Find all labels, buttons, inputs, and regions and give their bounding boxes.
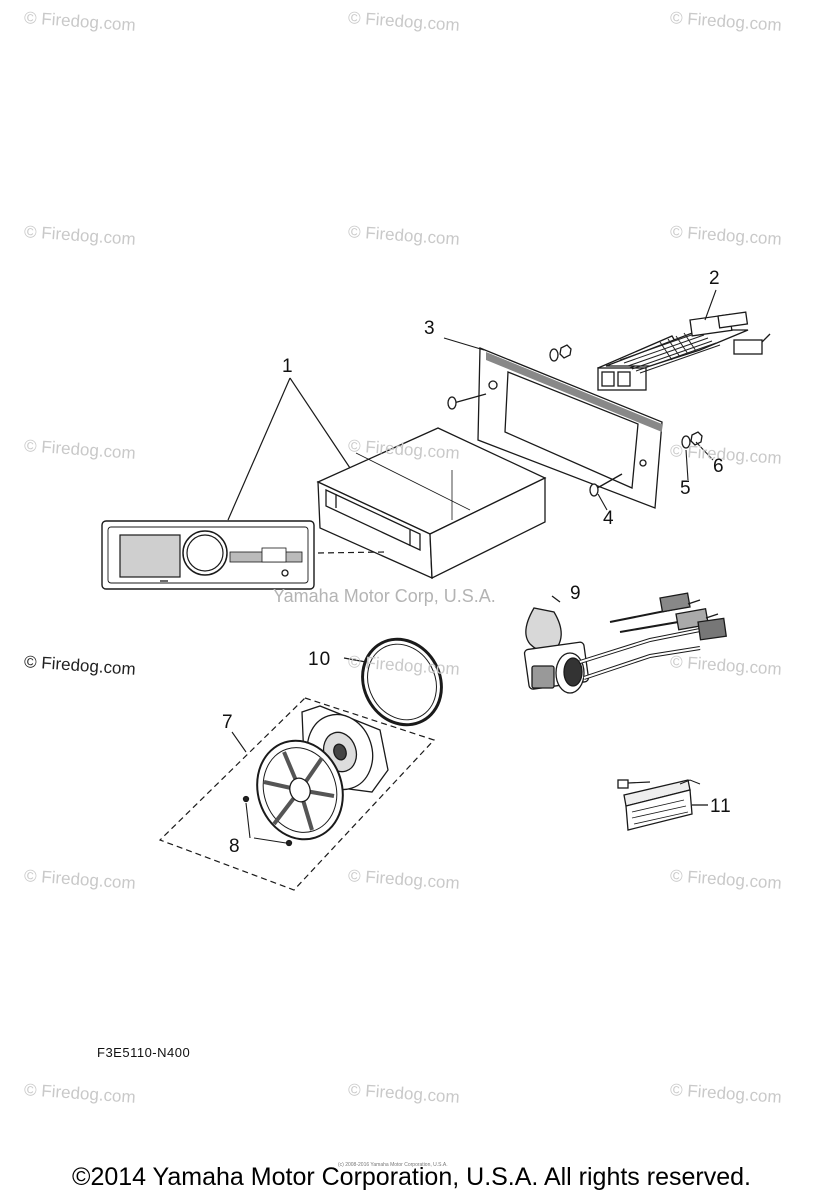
led-light-icon [617, 779, 708, 831]
mounting-bezel-icon [477, 347, 663, 509]
wire-harness-icon [597, 311, 771, 391]
speaker-icon [242, 705, 389, 847]
callout-leaders [443, 289, 717, 511]
callout-5: 5 [680, 478, 692, 499]
stereo-faceplate-icon [101, 520, 315, 590]
callout-leaders-7-8 [231, 731, 287, 844]
callout-3: 3 [424, 318, 436, 339]
callout-11: 11 [710, 796, 732, 817]
speaker-kit-outline [158, 697, 436, 891]
callout-2: 2 [709, 268, 721, 289]
callout-1: 1 [282, 356, 294, 377]
diagram-code: F3E5110-N400 [97, 1045, 191, 1060]
gasket-ring-icon [343, 637, 443, 727]
tiny-copyright: (c) 2008-2016 Yamaha Motor Corporation, … [338, 1162, 448, 1168]
copyright-footer: ©2014 Yamaha Motor Corporation, U.S.A. A… [72, 1163, 751, 1191]
usb-socket-icon [523, 592, 727, 694]
callout-9: 9 [570, 583, 582, 604]
stereo-head-unit-icon [316, 427, 547, 580]
callout-10: 10 [308, 649, 332, 670]
center-watermark: Yamaha Motor Corp, U.S.A. [273, 586, 496, 606]
callout-7: 7 [222, 712, 234, 733]
callout-6: 6 [713, 456, 725, 477]
screw-icon [447, 393, 623, 497]
nut-icon [559, 344, 703, 446]
callout-4: 4 [603, 508, 615, 529]
callout-1-leaders [227, 377, 386, 554]
washer-icon [549, 348, 691, 449]
callout-8: 8 [229, 836, 241, 857]
